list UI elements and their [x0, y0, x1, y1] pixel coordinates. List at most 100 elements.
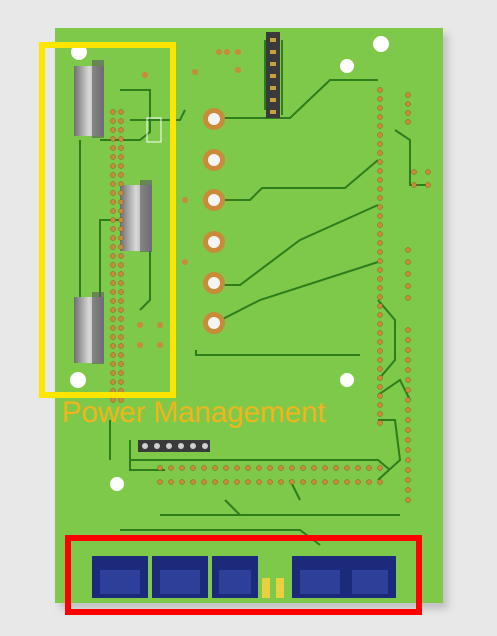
solder-pad	[377, 204, 383, 210]
solder-pad	[118, 118, 124, 124]
solder-pad	[344, 479, 350, 485]
solder-pad	[168, 479, 174, 485]
solder-pad	[405, 101, 411, 107]
small-components	[137, 49, 241, 348]
solder-pad	[311, 479, 317, 485]
solder-pad	[344, 465, 350, 471]
solder-pad	[405, 247, 411, 253]
solder-pad	[118, 316, 124, 322]
screw-terminal-icon	[203, 272, 225, 294]
screw-terminal-icon	[203, 312, 225, 334]
solder-pad	[377, 330, 383, 336]
solder-pad	[377, 87, 383, 93]
solder-pad	[377, 141, 383, 147]
solder-pad	[425, 169, 431, 175]
solder-pad	[405, 92, 411, 98]
solder-pad	[405, 271, 411, 277]
solder-pad	[405, 119, 411, 125]
solder-pad	[223, 479, 229, 485]
solder-pad	[110, 244, 116, 250]
solder-pad	[425, 182, 431, 188]
solder-pad	[118, 370, 124, 376]
terminal-pin	[262, 578, 270, 598]
smd-component	[146, 117, 162, 143]
solder-pad	[405, 110, 411, 116]
solder-pad	[110, 343, 116, 349]
solder-pad	[110, 118, 116, 124]
solder-pad	[118, 379, 124, 385]
solder-pad	[179, 479, 185, 485]
mounting-hole-icon	[70, 372, 86, 388]
mounting-hole-icon	[340, 59, 354, 73]
solder-pad	[190, 479, 196, 485]
solder-pad	[322, 479, 328, 485]
solder-pad	[405, 437, 411, 443]
solder-pad	[168, 465, 174, 471]
solder-pad	[405, 427, 411, 433]
solder-pad	[118, 199, 124, 205]
solder-pad	[278, 465, 284, 471]
pin-header-icon	[138, 440, 210, 452]
solder-pad	[377, 348, 383, 354]
solder-pad	[118, 325, 124, 331]
solder-pad	[110, 370, 116, 376]
solder-pad	[377, 321, 383, 327]
solder-pad	[110, 280, 116, 286]
solder-pad	[179, 465, 185, 471]
solder-pad	[411, 169, 417, 175]
solder-pad	[405, 377, 411, 383]
solder-pad	[118, 181, 124, 187]
solder-pad	[118, 172, 124, 178]
solder-pad	[377, 303, 383, 309]
solder-pad	[118, 334, 124, 340]
solder-pad	[212, 465, 218, 471]
solder-pad	[110, 271, 116, 277]
solder-pad	[300, 465, 306, 471]
solder-pad	[157, 465, 163, 471]
voltage-regulator-icon	[74, 292, 104, 364]
ribbon-connector-icon	[212, 556, 258, 598]
solder-pad	[118, 136, 124, 142]
solder-pad	[110, 325, 116, 331]
solder-pad	[110, 298, 116, 304]
solder-pad	[405, 407, 411, 413]
solder-pad	[377, 276, 383, 282]
mounting-holes	[70, 36, 389, 491]
solder-pad	[377, 285, 383, 291]
solder-pad	[405, 337, 411, 343]
screw-terminal-icon	[203, 108, 225, 130]
solder-pad	[377, 231, 383, 237]
voltage-regulator-icon	[74, 60, 104, 138]
solder-pad	[333, 479, 339, 485]
voltage-regulators	[74, 60, 152, 364]
mounting-hole-icon	[340, 373, 354, 387]
solder-pad	[377, 168, 383, 174]
solder-pad	[118, 352, 124, 358]
solder-pad	[110, 172, 116, 178]
mounting-hole-icon	[373, 36, 389, 52]
solder-pad	[110, 181, 116, 187]
solder-pad	[110, 199, 116, 205]
solder-pad	[355, 479, 361, 485]
solder-pad	[377, 240, 383, 246]
solder-pad	[377, 312, 383, 318]
solder-pad	[118, 109, 124, 115]
solder-pad	[405, 497, 411, 503]
solder-pad	[377, 186, 383, 192]
solder-pad	[405, 447, 411, 453]
solder-pad	[377, 159, 383, 165]
solder-pad	[405, 283, 411, 289]
solder-pads	[110, 87, 431, 503]
screw-terminal-icon	[203, 189, 225, 211]
solder-pad	[278, 479, 284, 485]
solder-pad	[377, 177, 383, 183]
solder-pad	[110, 136, 116, 142]
solder-pad	[322, 465, 328, 471]
solder-pad	[118, 271, 124, 277]
solder-pad	[289, 479, 295, 485]
solder-pad	[377, 132, 383, 138]
solder-pad	[190, 465, 196, 471]
solder-pad	[377, 465, 383, 471]
pin-header-icon	[266, 32, 280, 118]
